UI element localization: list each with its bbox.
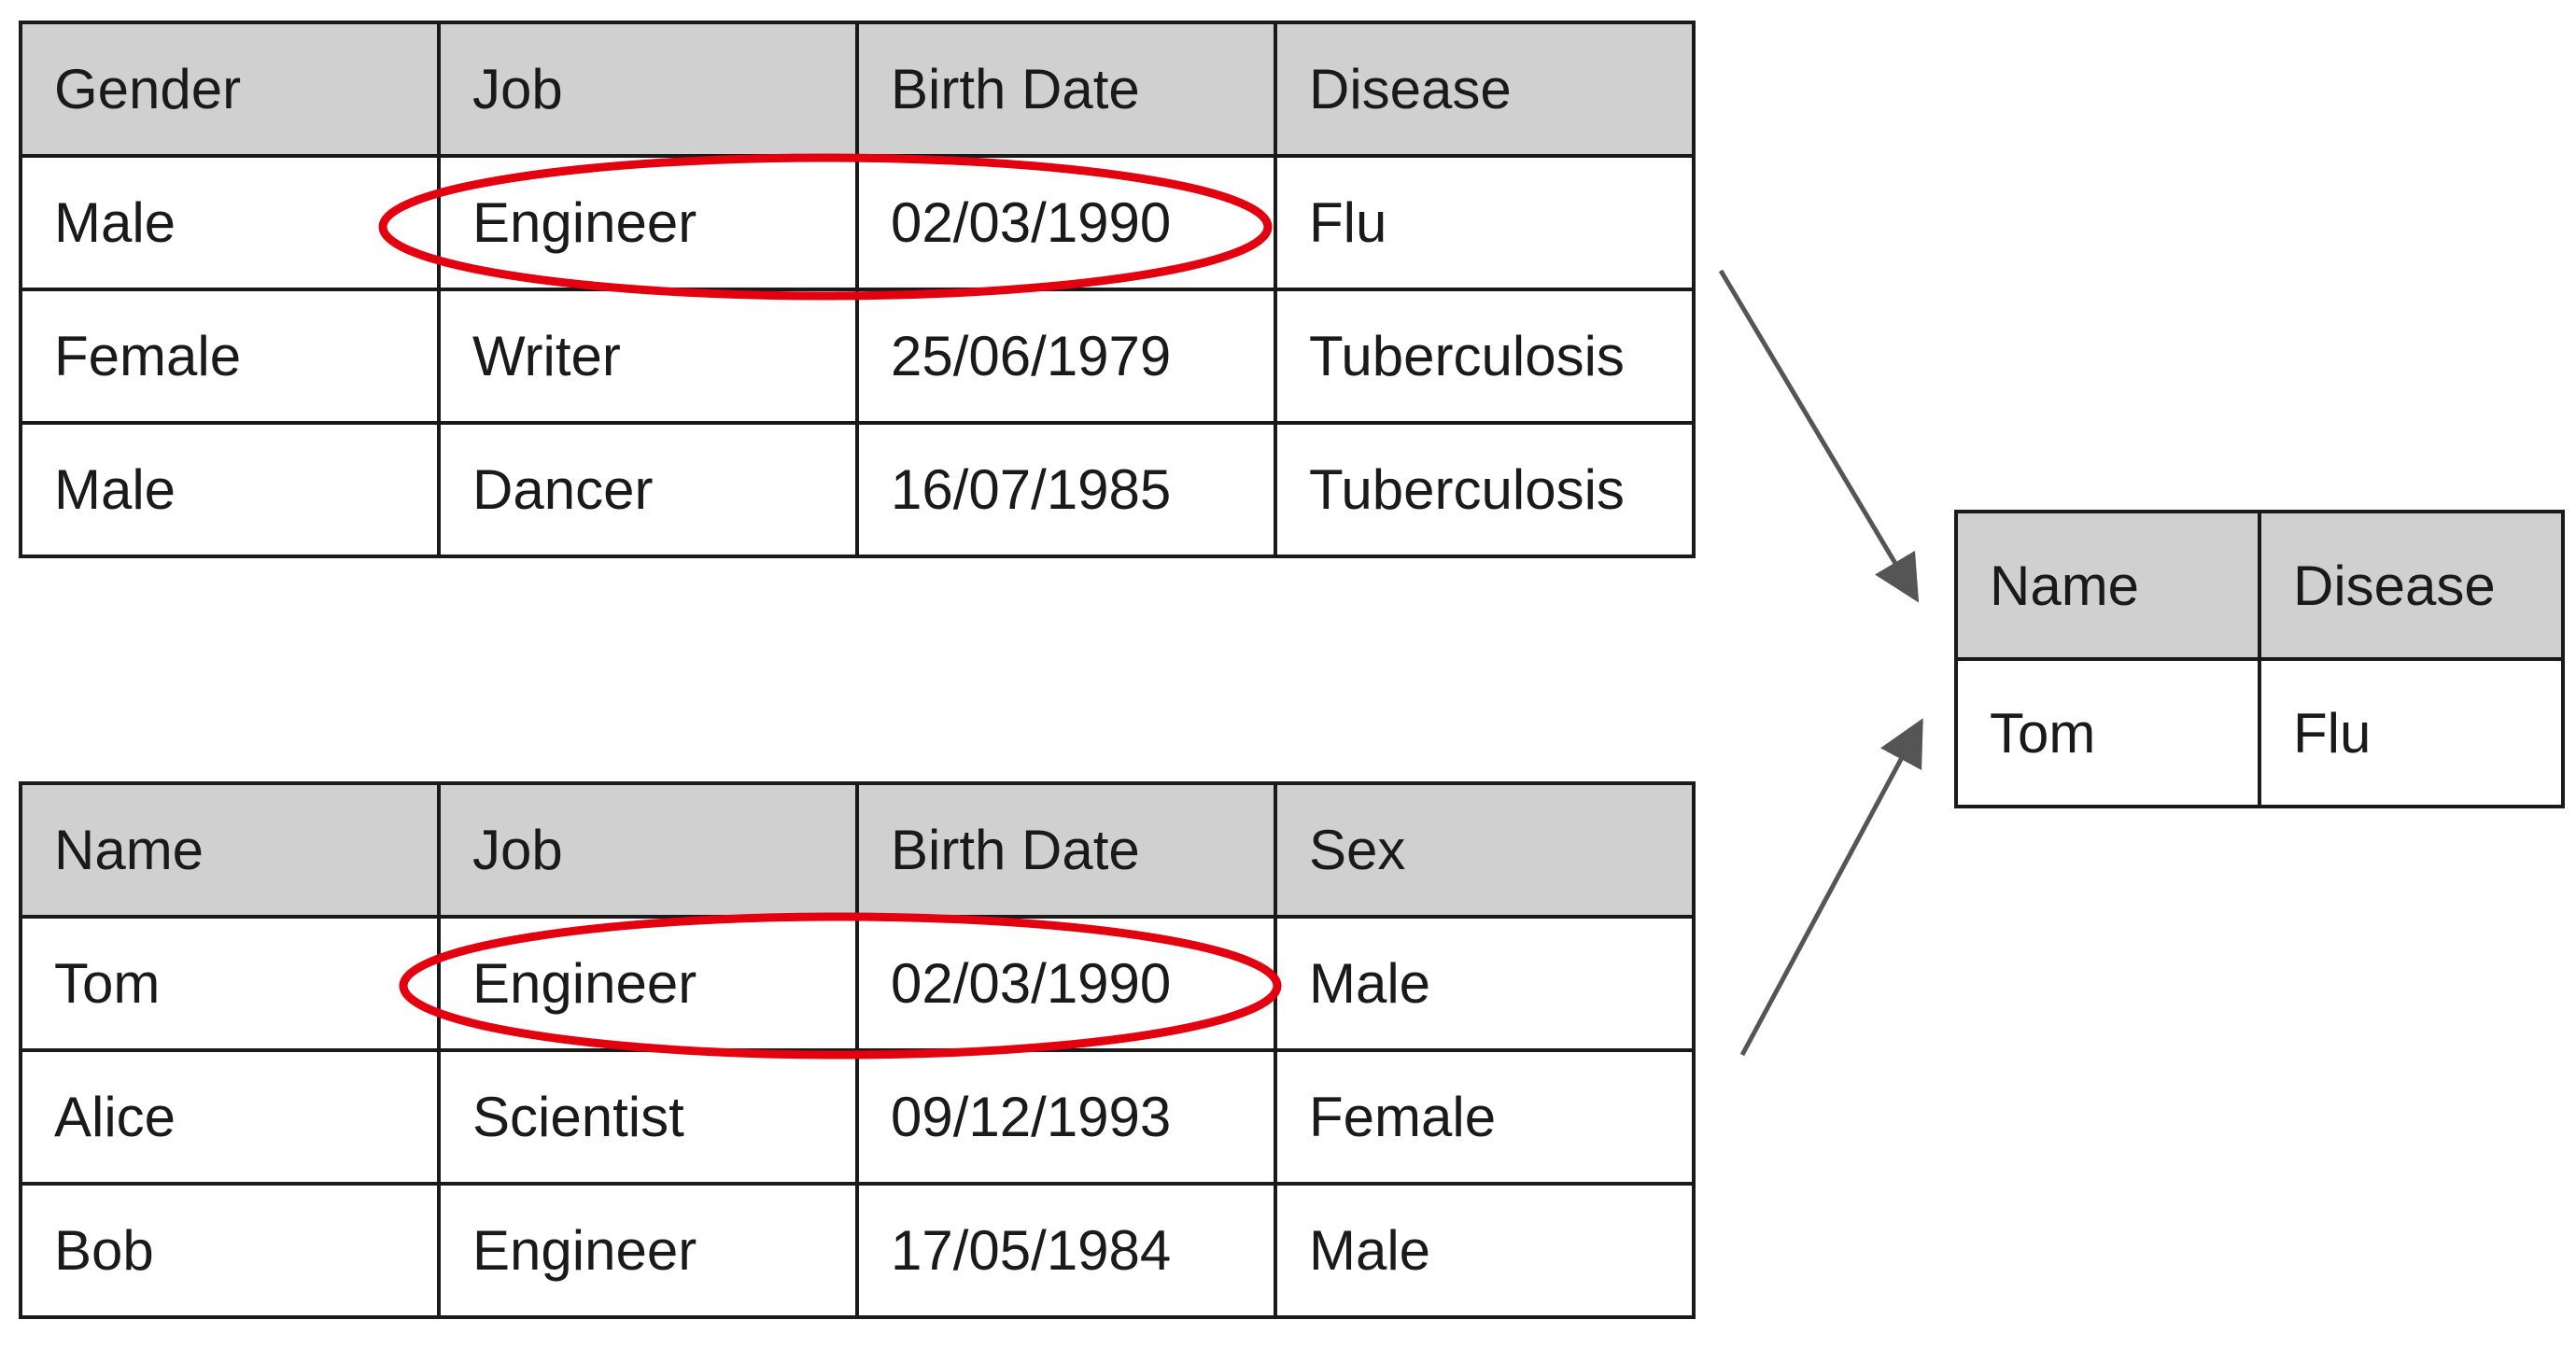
arrow-from-voter xyxy=(1739,718,1923,1057)
table-row: Alice Scientist 09/12/1993 Female xyxy=(19,1048,1696,1186)
table-header-row: Name Disease xyxy=(1954,510,2565,661)
column-header: Birth Date xyxy=(855,21,1277,158)
table-header-row: Name Job Birth Date Sex xyxy=(19,781,1696,919)
table-cell: Male xyxy=(19,421,441,558)
linked-result-table: Name Disease Tom Flu xyxy=(1954,510,2565,808)
column-header: Job xyxy=(437,781,859,919)
column-header: Disease xyxy=(1274,21,1696,158)
table-row: Female Writer 25/06/1979 Tuberculosis xyxy=(19,288,1696,425)
table-cell: Engineer xyxy=(437,915,859,1052)
table-row: Bob Engineer 17/05/1984 Male xyxy=(19,1182,1696,1319)
column-header: Name xyxy=(19,781,441,919)
table-cell: Engineer xyxy=(437,154,859,291)
table-cell: Flu xyxy=(2258,657,2565,808)
table-cell: 02/03/1990 xyxy=(855,154,1277,291)
table-cell: Scientist xyxy=(437,1048,859,1186)
voter-list-table: Name Job Birth Date Sex Tom Engineer 02/… xyxy=(19,781,1696,1319)
table-header-row: Gender Job Birth Date Disease xyxy=(19,21,1696,158)
table-cell: 25/06/1979 xyxy=(855,288,1277,425)
column-header: Job xyxy=(437,21,859,158)
table-cell: Tom xyxy=(19,915,441,1052)
column-header: Disease xyxy=(2258,510,2565,661)
table-cell: Tuberculosis xyxy=(1274,288,1696,425)
column-header: Gender xyxy=(19,21,441,158)
column-header: Name xyxy=(1954,510,2261,661)
table-cell: 09/12/1993 xyxy=(855,1048,1277,1186)
table-cell: Flu xyxy=(1274,154,1696,291)
table-row: Tom Engineer 02/03/1990 Male xyxy=(19,915,1696,1052)
table-cell: 16/07/1985 xyxy=(855,421,1277,558)
table-cell: Tuberculosis xyxy=(1274,421,1696,558)
table-cell: Male xyxy=(1274,1182,1696,1319)
table-cell: Female xyxy=(19,288,441,425)
table-row: Male Engineer 02/03/1990 Flu xyxy=(19,154,1696,291)
table-cell: Writer xyxy=(437,288,859,425)
column-header: Sex xyxy=(1274,781,1696,919)
table-cell: Alice xyxy=(19,1048,441,1186)
table-row: Tom Flu xyxy=(1954,657,2565,808)
column-header: Birth Date xyxy=(855,781,1277,919)
arrow-from-medical xyxy=(1718,269,1920,603)
medical-records-table: Gender Job Birth Date Disease Male Engin… xyxy=(19,21,1696,558)
table-cell: Dancer xyxy=(437,421,859,558)
table-cell: Male xyxy=(1274,915,1696,1052)
table-cell: Tom xyxy=(1954,657,2261,808)
table-cell: Bob xyxy=(19,1182,441,1319)
table-row: Male Dancer 16/07/1985 Tuberculosis xyxy=(19,421,1696,558)
table-cell: Engineer xyxy=(437,1182,859,1319)
table-cell: 17/05/1984 xyxy=(855,1182,1277,1319)
table-cell: Female xyxy=(1274,1048,1696,1186)
table-cell: 02/03/1990 xyxy=(855,915,1277,1052)
table-cell: Male xyxy=(19,154,441,291)
